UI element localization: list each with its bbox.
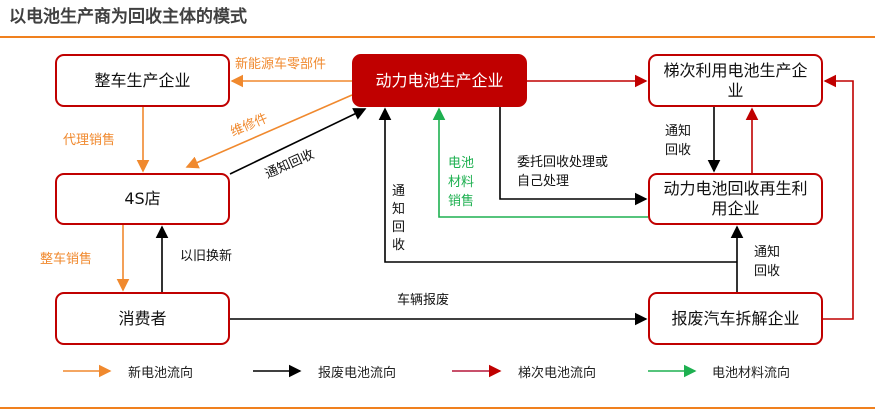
legend-cascade-battery: 梯次电池流向 [518,366,597,381]
label-notify-cascade: 通知回收 [665,124,692,158]
node-recycler: 动力电池回收再生利用企业 [648,173,823,225]
arrow-entrust [499,107,648,206]
legend-scrap-battery: 报废电池流向 [318,366,397,381]
label-material-sales: 电池材料销售 [448,156,475,209]
node-cascade-maker: 梯次利用电池生产企业 [648,54,823,107]
label-vehicle-sales: 整车销售 [40,252,93,267]
legend-material: 电池材料流向 [712,366,791,381]
page-title: 以电池生产商为回收主体的模式 [9,7,247,27]
node-vehicle-maker: 整车生产企业 [55,54,230,107]
node-dismantler: 报废汽车拆解企业 [648,292,823,345]
node-4s-dealer: 4S店 [55,173,230,225]
top-divider [0,36,875,38]
node-consumer: 消费者 [55,292,230,345]
label-parts: 新能源车零部件 [235,57,327,72]
arrow-dismantler-cascade [823,74,854,320]
arrow-notify-4s [229,108,367,175]
legend-new-battery: 新电池流向 [128,366,194,381]
label-vehicle-scrap: 车辆报废 [397,293,450,308]
label-agent-sales: 代理销售 [63,133,116,148]
label-notify-vertical: 通知回收 [392,184,406,253]
arrow-repair-parts [185,94,353,169]
label-notify-dismantler: 通知回收 [754,245,781,279]
arrow-notify-vertical [378,107,737,263]
bottom-divider [0,407,875,409]
node-battery-maker: 动力电池生产企业 [352,54,527,107]
arrow-material-sales [432,107,648,218]
label-entrust: 委托回收处理或自己处理 [517,155,609,189]
label-trade-in: 以旧换新 [180,249,233,264]
